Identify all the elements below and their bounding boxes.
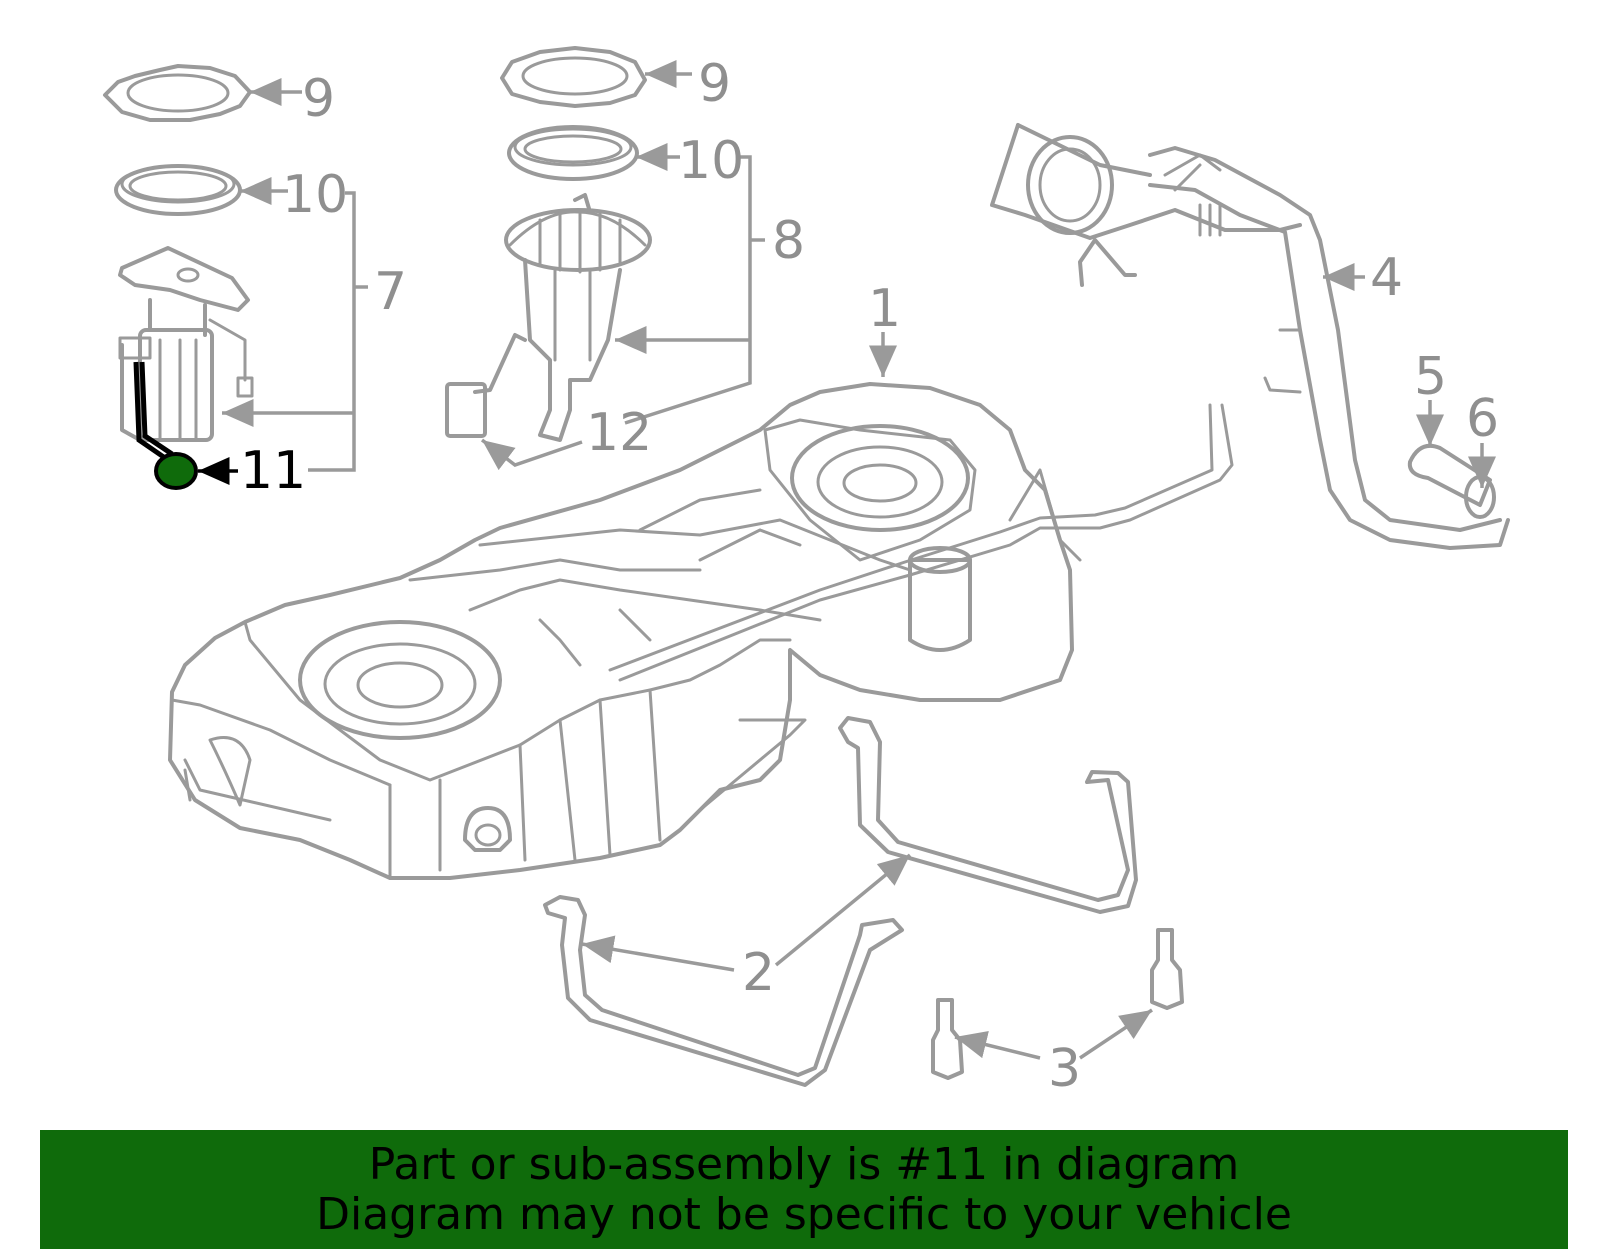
lock-ring-right bbox=[500, 46, 647, 108]
tank-strap-front bbox=[543, 895, 904, 1087]
callout-1: 1 bbox=[868, 279, 901, 339]
callout-9-right: 9 bbox=[698, 54, 731, 114]
callout-12: 12 bbox=[586, 403, 652, 463]
banner-line-disclaimer: Diagram may not be specific to your vehi… bbox=[316, 1188, 1292, 1240]
tank-strap-rear bbox=[838, 716, 1138, 914]
bolt-right bbox=[1150, 928, 1184, 1010]
fuel-tank bbox=[168, 382, 1234, 880]
callout-3: 3 bbox=[1048, 1039, 1081, 1099]
fuel-pump-module-right bbox=[445, 193, 652, 442]
hose-5 bbox=[1407, 443, 1492, 507]
seal-right bbox=[507, 125, 639, 181]
clamp-6 bbox=[1464, 475, 1496, 519]
parts-diagram: 9 10 7 11 9 10 8 12 1 4 5 6 2 3 bbox=[103, 46, 1510, 1099]
callout-9-left: 9 bbox=[302, 69, 335, 129]
callout-10-left: 10 bbox=[282, 165, 348, 225]
fuel-pump-module-left bbox=[118, 246, 254, 442]
seal-left bbox=[114, 164, 242, 216]
banner-line-part-number: Part or sub-assembly is #11 in diagram bbox=[368, 1138, 1240, 1190]
callout-8: 8 bbox=[772, 211, 805, 271]
callout-11: 11 bbox=[240, 441, 306, 501]
callout-5: 5 bbox=[1414, 347, 1447, 407]
lock-ring-left bbox=[103, 64, 252, 122]
leader-lines bbox=[198, 60, 1496, 1060]
callout-10-right: 10 bbox=[678, 131, 744, 191]
filler-neck bbox=[990, 123, 1510, 550]
callout-6: 6 bbox=[1466, 389, 1499, 449]
info-banner: Part or sub-assembly is #11 in diagram D… bbox=[40, 1130, 1568, 1249]
callout-7: 7 bbox=[374, 262, 407, 322]
bolt-left bbox=[931, 998, 964, 1080]
fuel-strainer-highlighted bbox=[133, 361, 198, 490]
callout-4: 4 bbox=[1370, 248, 1403, 308]
callout-2: 2 bbox=[742, 943, 775, 1003]
